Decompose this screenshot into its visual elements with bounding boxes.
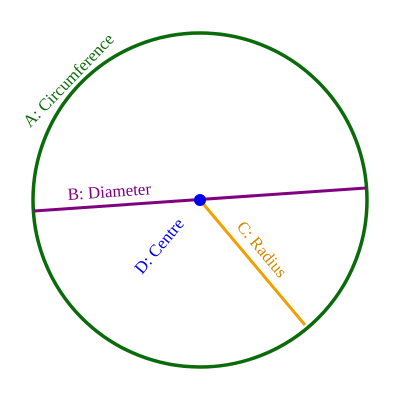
radius-line [198, 199, 307, 326]
circumference-label: A: Circumference [19, 30, 118, 131]
centre-label: D: Centre [131, 214, 188, 277]
centre-point [194, 194, 206, 206]
circumference-circle [31, 31, 369, 369]
diameter-label: B: Diameter [67, 179, 152, 204]
